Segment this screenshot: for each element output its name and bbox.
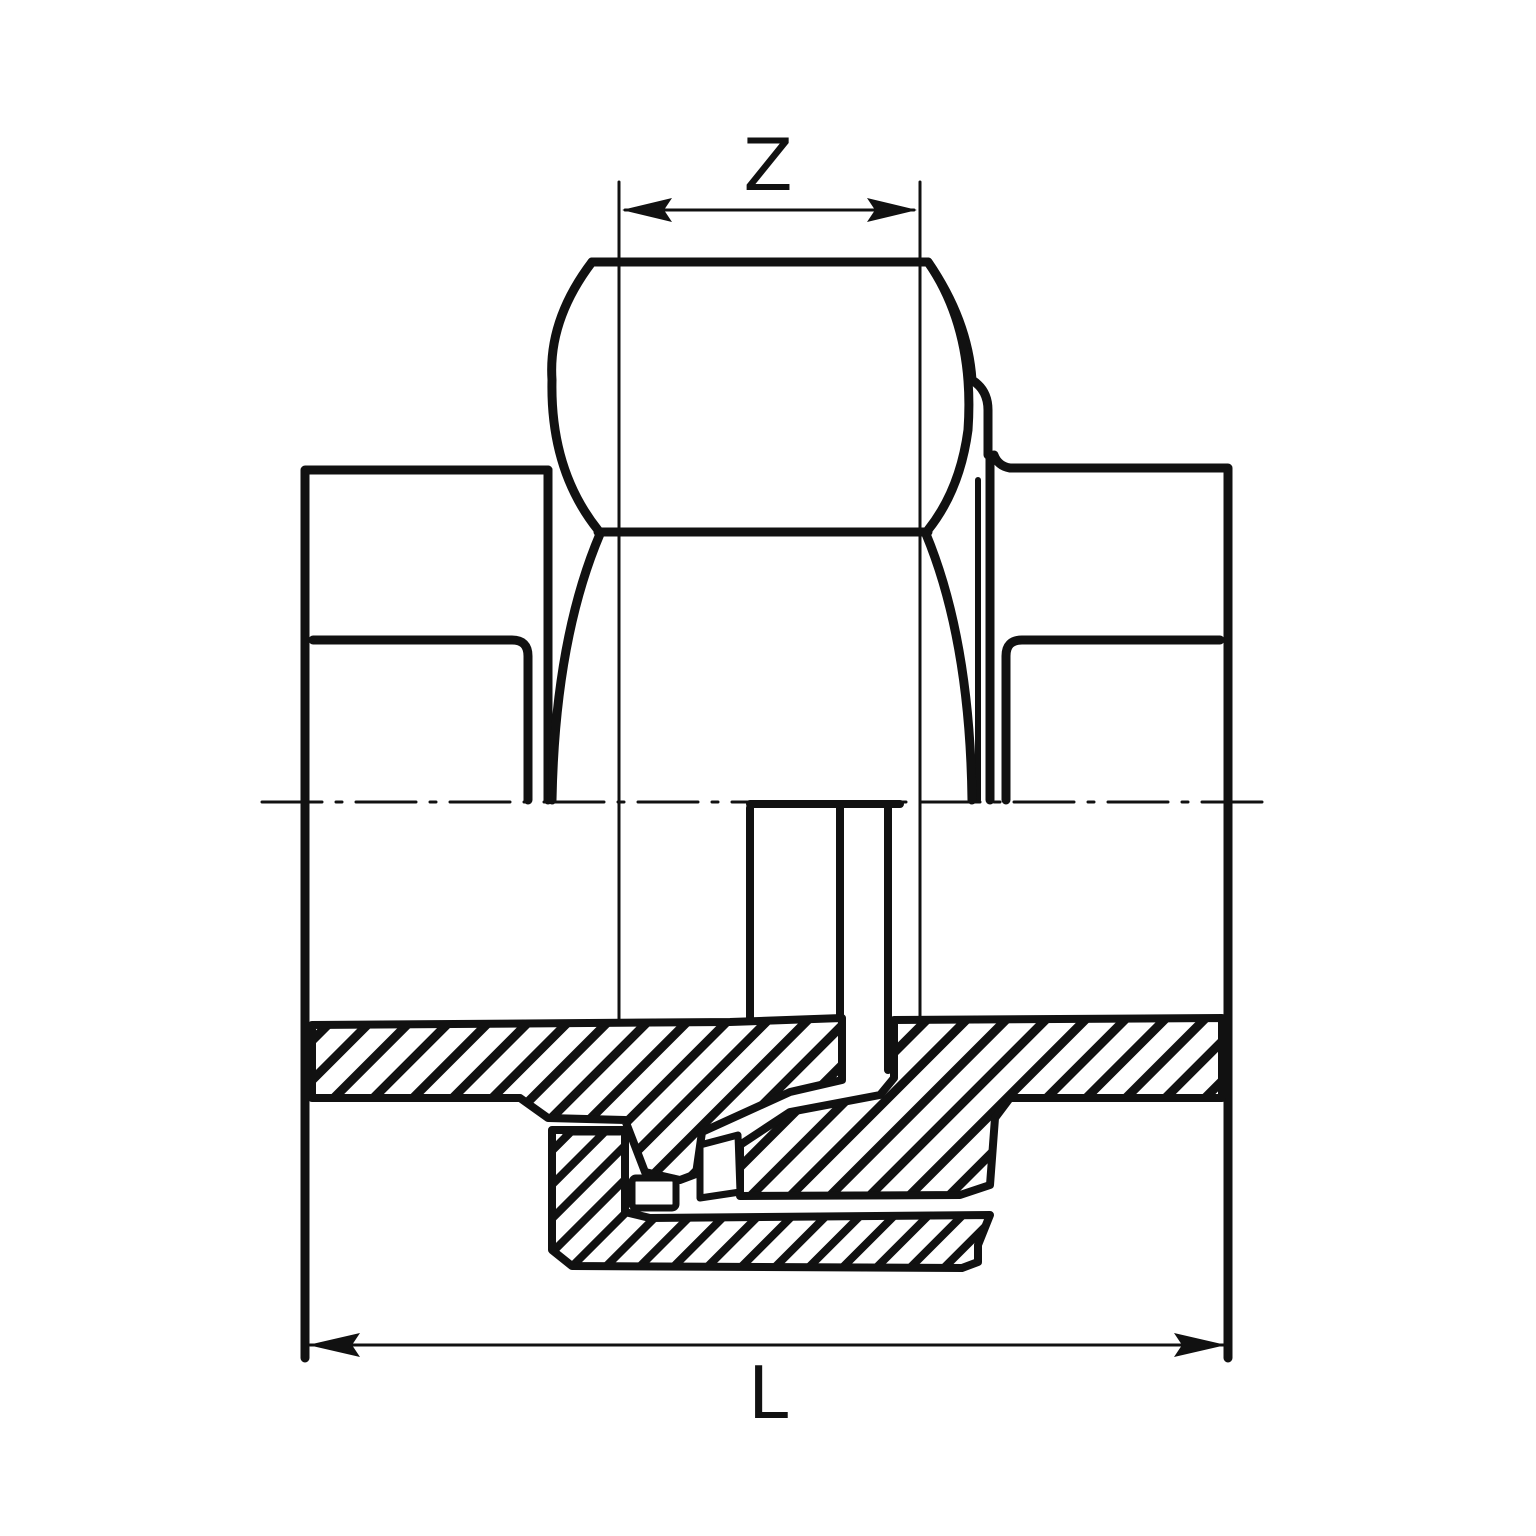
dimension-z-label: Z [743,123,792,207]
dimension-l [308,1333,1226,1357]
dimension-l-label: L [748,1351,788,1435]
bore-lines [746,800,904,1074]
arrow-right-icon [1174,1333,1226,1357]
union-nut [547,257,993,805]
seal-ring [561,1128,744,1212]
section-nut-collar [548,1126,994,1272]
arrow-right-icon [867,198,917,222]
arrow-left-icon [622,198,672,222]
arrow-left-icon [308,1333,360,1357]
left-socket [300,465,553,1363]
right-socket [975,450,1233,1363]
section-left-wall [308,1014,846,1184]
section-right-wall [736,1014,1226,1200]
dimension-z [617,180,922,1022]
